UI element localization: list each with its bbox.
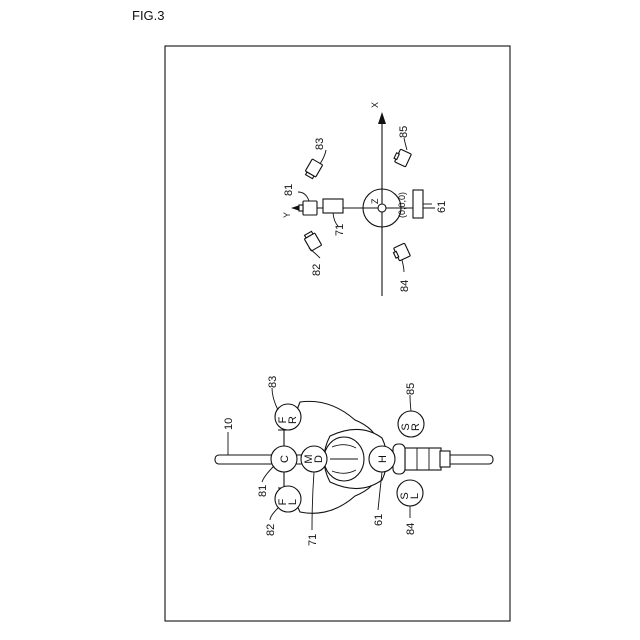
z-axis-label: Z bbox=[370, 198, 380, 204]
ref-84-top: 84 bbox=[399, 280, 411, 292]
leader-71-bottom bbox=[312, 472, 314, 530]
leader-81-top bbox=[298, 192, 309, 201]
sensor-c-letter: C bbox=[279, 455, 291, 463]
ref-84-bottom: 84 bbox=[405, 523, 417, 535]
camera-85-icon bbox=[393, 148, 412, 167]
ref-61-top: 61 bbox=[436, 201, 448, 213]
unit-61-box bbox=[413, 190, 423, 218]
sensor-sr-letter-2: R bbox=[410, 423, 422, 431]
leader-81-bottom bbox=[262, 466, 274, 482]
ref-85-top: 85 bbox=[398, 126, 410, 138]
leader-83-bottom bbox=[272, 388, 278, 410]
camera-81-lens bbox=[299, 205, 303, 211]
sensor-fr-letter-2: R bbox=[287, 416, 299, 424]
figure-frame bbox=[165, 46, 510, 621]
camera-84-icon bbox=[392, 243, 411, 262]
ref-83-bottom: 83 bbox=[267, 376, 279, 388]
camera-83-icon bbox=[304, 159, 323, 180]
leader-83-top bbox=[320, 150, 326, 164]
ref-82-top: 82 bbox=[311, 264, 323, 276]
ref-71-top: 71 bbox=[334, 224, 346, 236]
leader-84-top bbox=[402, 260, 404, 272]
leader-82-bottom bbox=[270, 508, 278, 520]
ref-81-bottom: 81 bbox=[257, 485, 269, 497]
rear-rack bbox=[405, 448, 441, 470]
ref-85-bottom: 85 bbox=[405, 383, 417, 395]
origin-inner-circle bbox=[378, 204, 386, 212]
origin-label: (0,0,0) bbox=[397, 192, 407, 218]
x-axis-label: X bbox=[370, 102, 380, 108]
coordinate-diagram: X Y Z (0,0,0) 61 71 81 83 bbox=[282, 102, 448, 296]
camera-81-icon bbox=[303, 201, 317, 215]
sensor-md-letter-2: D bbox=[313, 455, 325, 463]
rear-tail-light bbox=[440, 451, 450, 467]
leader-85-top bbox=[404, 138, 407, 150]
camera-82-icon bbox=[303, 230, 322, 251]
sensor-h-letter: H bbox=[377, 455, 389, 463]
ref-71-bottom: 71 bbox=[307, 534, 319, 546]
ref-82-bottom: 82 bbox=[265, 524, 277, 536]
y-axis-label: Y bbox=[282, 212, 292, 218]
ref-83-top: 83 bbox=[314, 138, 326, 150]
leader-85-bottom bbox=[410, 395, 411, 411]
ref-81-top: 81 bbox=[283, 184, 295, 196]
ref-61-bottom: 61 bbox=[373, 514, 385, 526]
ref-10: 10 bbox=[223, 418, 235, 430]
unit-71-box bbox=[323, 199, 343, 213]
sensor-sl-letter-2: L bbox=[409, 493, 421, 499]
rider-diagram: F R F L C M D H S R S L 10 83 85 81 bbox=[215, 376, 493, 546]
x-axis-arrow bbox=[378, 112, 386, 124]
sensor-fl-letter-2: L bbox=[287, 499, 299, 505]
